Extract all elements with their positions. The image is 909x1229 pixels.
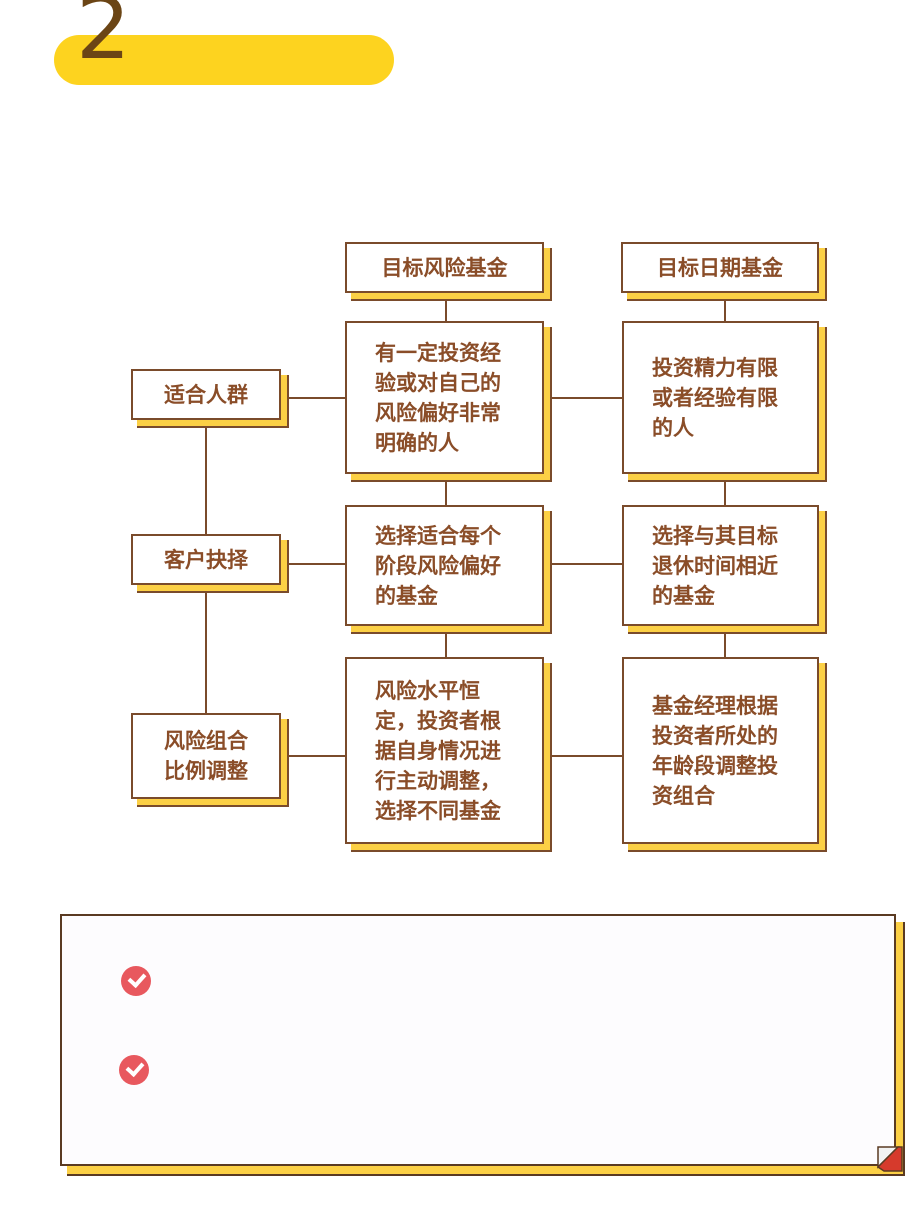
cell-text: 有一定投资经验或对自己的风险偏好非常明确的人	[375, 340, 501, 455]
page-fold-icon	[876, 1146, 903, 1172]
section-number: 2	[76, 0, 131, 79]
section-badge-bar	[54, 35, 394, 85]
cell-text: 风险水平恒定，投资者根据自身情况进行主动调整，选择不同基金	[375, 678, 501, 823]
cell-text: 选择与其目标退休时间相近的基金	[652, 523, 778, 608]
row-label-client-choice: 客户抉择	[131, 534, 281, 585]
header-target-date-label: 目标日期基金	[657, 255, 783, 280]
row-label-suitable-people: 适合人群	[131, 369, 281, 420]
row-label-text: 适合人群	[164, 382, 248, 407]
cell-row3-target-date: 基金经理根据投资者所处的年龄段调整投资组合	[622, 657, 819, 844]
cell-row2-target-risk: 选择适合每个阶段风险偏好的基金	[345, 505, 544, 626]
note-card	[60, 914, 903, 1172]
check-circle-icon	[119, 1055, 149, 1085]
cell-text: 选择适合每个阶段风险偏好的基金	[375, 523, 501, 608]
cell-row2-target-date: 选择与其目标退休时间相近的基金	[622, 505, 819, 626]
row-label-text: 客户抉择	[164, 547, 248, 572]
header-target-risk-fund: 目标风险基金	[345, 242, 544, 293]
row-label-risk-allocation: 风险组合 比例调整	[131, 713, 281, 799]
check-circle-icon	[121, 966, 151, 996]
cell-text: 基金经理根据投资者所处的年龄段调整投资组合	[652, 693, 778, 808]
header-target-risk-label: 目标风险基金	[381, 255, 508, 280]
cell-text: 投资精力有限或者经验有限的人	[652, 355, 778, 440]
cell-row1-target-date: 投资精力有限或者经验有限的人	[622, 321, 819, 474]
row-label-line2: 比例调整	[164, 759, 248, 783]
cell-row3-target-risk: 风险水平恒定，投资者根据自身情况进行主动调整，选择不同基金	[345, 657, 544, 844]
cell-row1-target-risk: 有一定投资经验或对自己的风险偏好非常明确的人	[345, 321, 544, 474]
header-target-date-fund: 目标日期基金	[621, 242, 819, 293]
row-label-line1: 风险组合	[164, 729, 248, 753]
